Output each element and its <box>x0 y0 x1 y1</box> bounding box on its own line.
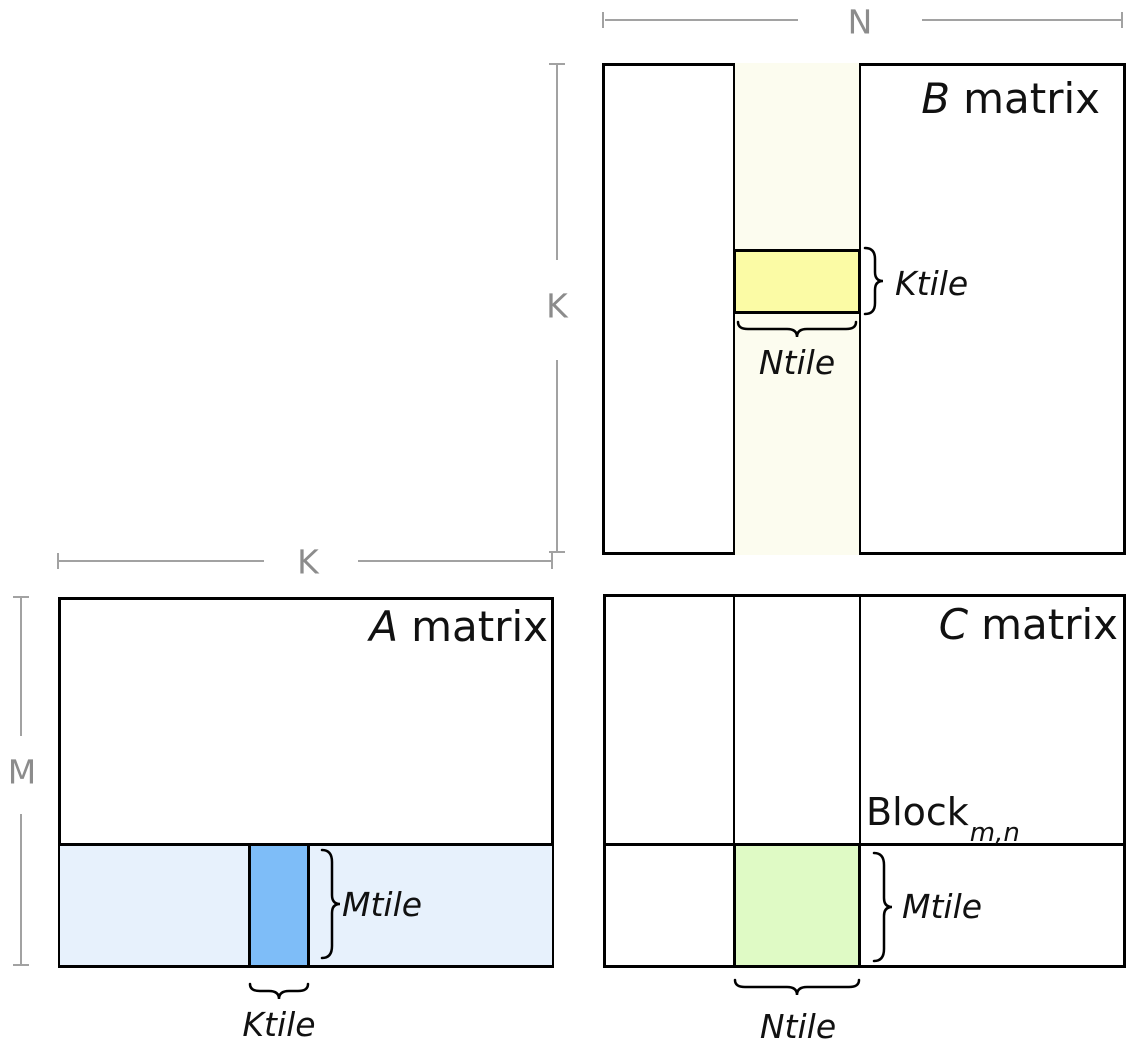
dim-segment <box>59 560 264 562</box>
dim-tick <box>13 596 29 598</box>
b-ntile-label: Ntile <box>758 343 836 382</box>
k-dimension-label-b: K <box>546 286 568 326</box>
dim-segment <box>556 360 558 551</box>
c-block-label-subscript: m,n <box>969 817 1020 848</box>
a-matrix-title-letter: A <box>369 602 399 651</box>
c-row-line <box>603 843 1126 846</box>
dim-segment <box>358 560 551 562</box>
b-ktile-brace <box>863 246 884 316</box>
c-block-label: Blockm,n <box>866 790 1020 846</box>
dim-tick <box>1121 12 1123 28</box>
dim-segment <box>556 65 558 260</box>
c-block-label-base: Block <box>866 790 969 834</box>
b-ktile-block <box>733 249 861 314</box>
n-dimension-label: N <box>847 2 873 42</box>
dim-segment <box>20 598 22 736</box>
k-dimension-label-a: K <box>297 542 319 582</box>
a-mtile-brace <box>320 848 341 960</box>
c-matrix-title-letter: C <box>938 600 969 649</box>
a-mtile-label: Mtile <box>342 885 423 924</box>
dim-tick <box>549 551 565 553</box>
m-dimension-label: M <box>7 752 37 792</box>
c-matrix-box <box>603 594 1126 968</box>
c-mtile-brace <box>872 851 893 963</box>
a-ktile-brace <box>248 982 310 1000</box>
dim-tick <box>13 964 29 966</box>
b-matrix-title-word: matrix <box>963 74 1100 123</box>
b-ktile-label: Ktile <box>895 264 969 303</box>
c-block-tile <box>733 843 861 968</box>
b-matrix-box <box>602 63 1126 555</box>
dim-tick <box>57 553 59 569</box>
c-mtile-label: Mtile <box>902 887 983 926</box>
c-matrix-title-word: matrix <box>981 600 1118 649</box>
b-matrix-title-letter: B <box>921 74 951 123</box>
a-ktile-label: Ktile <box>242 1005 316 1044</box>
c-column-line-right <box>859 597 861 965</box>
dim-tick <box>549 63 565 65</box>
b-ntile-brace <box>736 320 858 338</box>
c-ntile-brace <box>733 978 861 996</box>
c-ntile-label: Ntile <box>759 1007 837 1046</box>
dim-segment <box>605 19 798 21</box>
c-column-line-left <box>733 597 735 965</box>
dim-segment <box>922 19 1121 21</box>
dim-tick <box>602 12 604 28</box>
a-matrix-title-word: matrix <box>411 602 548 651</box>
dim-tick <box>551 553 553 569</box>
a-ktile-block <box>248 843 310 968</box>
dim-segment <box>20 814 22 964</box>
